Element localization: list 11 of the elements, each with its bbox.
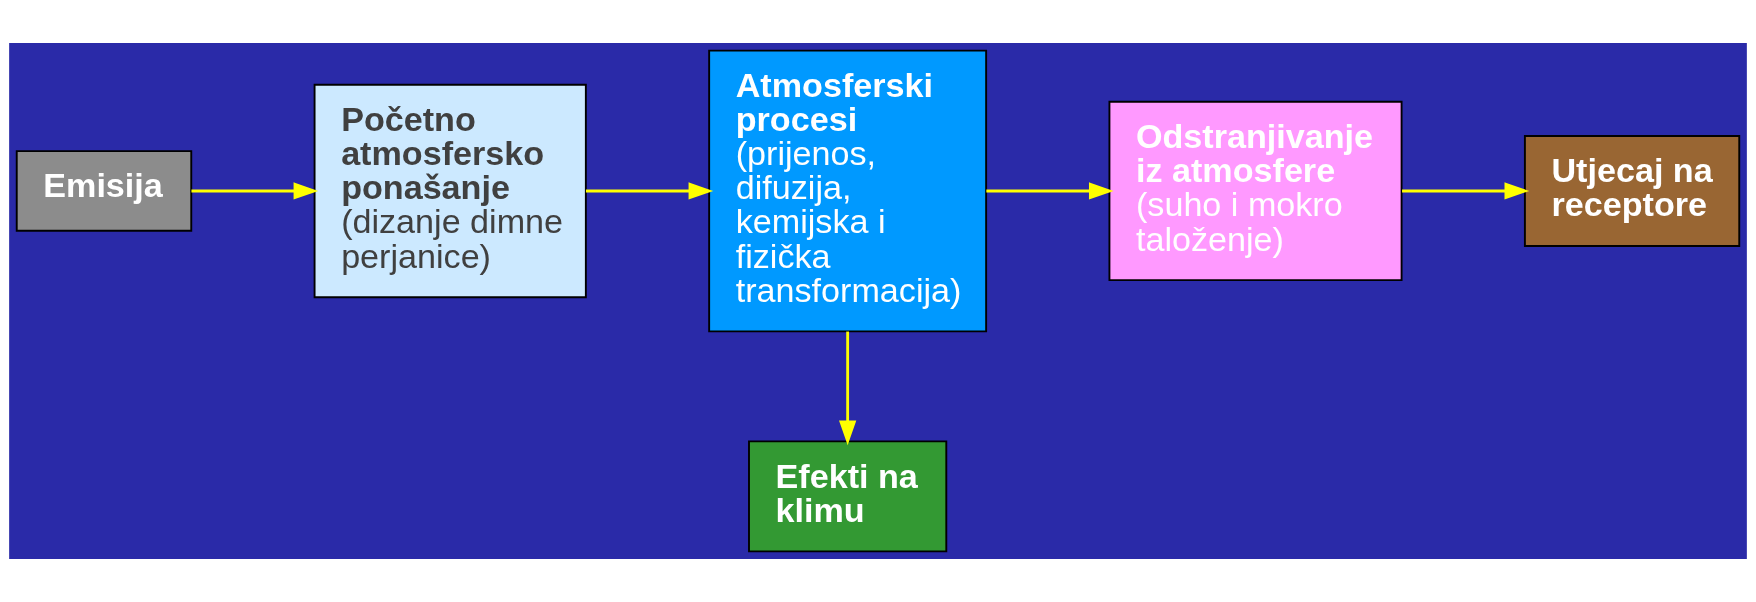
node-box: Emisija	[15, 150, 193, 232]
arrow	[191, 182, 319, 200]
arrow	[839, 331, 857, 446]
node-box: Efekti na klimu	[748, 440, 948, 553]
node-box: Utjecaj na receptore	[1523, 135, 1741, 247]
arrow	[585, 182, 714, 200]
arrow	[986, 182, 1114, 200]
arrow	[1402, 182, 1530, 200]
node-box: Početno atmosfersko ponašanje (dizanje dimne perjanice)	[313, 83, 587, 299]
node-box: Odstranjivanje iz atmosfere (suho i mokro taloženje)	[1108, 100, 1403, 282]
node-box: Atmosferski procesi (prijenos, difuzija, kemijska i fizička transformacija)	[708, 49, 988, 333]
